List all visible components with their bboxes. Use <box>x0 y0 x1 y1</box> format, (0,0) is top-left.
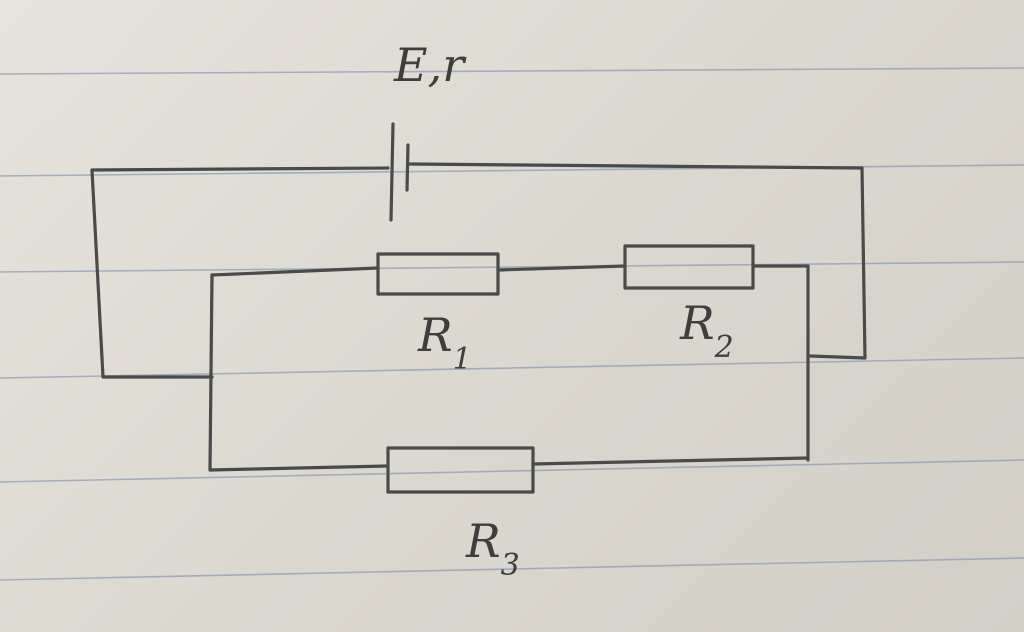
resistor-r3 <box>386 446 535 494</box>
r1-label-main: R <box>418 308 453 362</box>
bottom-branch-wire-right <box>531 456 810 466</box>
r1-label: R1 <box>418 312 472 375</box>
resistor-r2 <box>623 244 755 290</box>
outer-wire <box>90 166 390 379</box>
r3-label: R3 <box>466 518 520 581</box>
ruled-lines <box>0 67 1024 581</box>
r3-label-main: R <box>466 514 501 568</box>
r3-label-sub: 3 <box>500 548 520 584</box>
battery-long-plate <box>389 122 395 222</box>
r1-label-sub: 1 <box>452 342 472 378</box>
r1-r2-wire <box>496 264 627 272</box>
r2-label-sub: 2 <box>714 330 734 366</box>
bottom-branch-wire-left <box>208 464 390 472</box>
r2-label: R2 <box>680 300 734 363</box>
r2-label-main: R <box>680 296 715 350</box>
battery-short-plate <box>405 143 410 192</box>
resistor-r1 <box>376 252 500 296</box>
outer-wire-right <box>408 162 867 360</box>
source-label: E,r <box>394 38 465 92</box>
top-branch-wire <box>210 266 380 277</box>
left-node-wire <box>208 273 214 472</box>
right-top-wire <box>751 264 810 462</box>
